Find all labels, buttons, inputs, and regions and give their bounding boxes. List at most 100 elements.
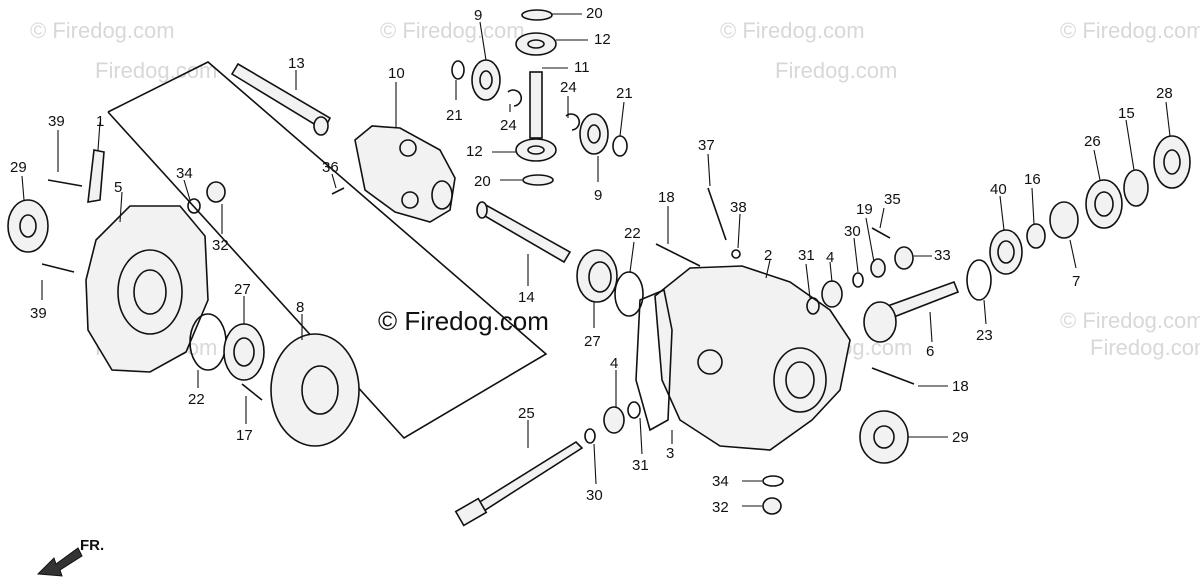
brand-label: © Firedog.com (378, 306, 549, 336)
callout-4: 4 (826, 249, 834, 266)
callout-24: 24 (500, 117, 517, 134)
callout-14: 14 (518, 289, 535, 306)
bearing-part-27a (576, 249, 618, 303)
callout-4: 4 (610, 355, 618, 372)
callout-10: 10 (388, 65, 405, 82)
callout-27: 27 (584, 333, 601, 350)
callout-15: 15 (1118, 105, 1135, 122)
pin-part-35 (871, 227, 891, 239)
callout-39: 39 (48, 113, 65, 130)
watermark: Firedog.com (95, 58, 217, 83)
bearing-part-27b (223, 323, 265, 381)
callout-40: 40 (990, 181, 1007, 198)
gasket-part-3 (635, 288, 673, 432)
bolt-part-39b (41, 263, 75, 273)
washer-part-20b (522, 174, 554, 186)
watermark: © Firedog.com (1060, 308, 1200, 333)
callout-23: 23 (976, 327, 993, 344)
washer-part-34b (762, 475, 784, 487)
callout-5: 5 (114, 179, 122, 196)
pinion-shaft-part-11 (529, 71, 543, 139)
shaft-part-14 (476, 201, 572, 264)
nut-part-16 (1026, 223, 1046, 249)
nut-part-33 (894, 246, 914, 270)
callout-9: 9 (474, 7, 482, 24)
callout-13: 13 (288, 55, 305, 72)
callout-34: 34 (712, 473, 729, 490)
bolt-part-32a (206, 181, 226, 203)
cover-part-5 (85, 205, 209, 373)
circlip-part-24a (507, 89, 523, 107)
washer-part-19 (870, 258, 886, 278)
watermark: Firedog.com (1090, 335, 1200, 360)
callout-2: 2 (764, 247, 772, 264)
callout-7: 7 (1072, 273, 1080, 290)
pin-part-37 (707, 187, 727, 241)
bearing-part-40 (989, 229, 1023, 275)
callout-30: 30 (586, 487, 603, 504)
group-bracket (107, 61, 548, 440)
callout-24: 24 (560, 79, 577, 96)
diff-case-part-10 (354, 125, 456, 223)
bolt-part-17 (241, 383, 263, 401)
callout-labels: 13 10 9 20 12 11 24 21 24 21 12 20 9 28 … (10, 5, 1173, 516)
circlip-part-24b (565, 113, 581, 131)
washer-part-34a (187, 198, 201, 214)
washer-part-21b (612, 135, 628, 157)
collar-part-4b (603, 406, 625, 434)
shaft-part-13 (230, 62, 332, 136)
oring-part-22a (614, 271, 644, 317)
clip-part-38 (731, 249, 741, 259)
seal-part-29a (7, 199, 49, 253)
washer-part-20a (521, 9, 553, 21)
watermark: © Firedog.com (380, 18, 525, 43)
callout-30: 30 (844, 223, 861, 240)
ring-gear-part-8 (270, 333, 360, 447)
callout-3: 3 (666, 445, 674, 462)
callout-34: 34 (176, 165, 193, 182)
collar-part-4a (821, 280, 843, 308)
watermark-layer: © Firedog.com © Firedog.com © Firedog.co… (30, 18, 1200, 360)
callout-20: 20 (586, 5, 603, 22)
seal-part-29b (859, 410, 909, 464)
oring-part-23 (966, 259, 992, 301)
callout-28: 28 (1156, 85, 1173, 102)
collar-part-7 (1049, 201, 1079, 239)
callout-25: 25 (518, 405, 535, 422)
stud-part-18b (871, 367, 915, 385)
direction-label: FR. (80, 537, 104, 554)
callout-36: 36 (322, 159, 339, 176)
callout-37: 37 (698, 137, 715, 154)
pinion-gear-part-9a (471, 59, 501, 101)
callout-32: 32 (212, 237, 229, 254)
callout-22: 22 (188, 391, 205, 408)
callout-33: 33 (934, 247, 951, 264)
callout-26: 26 (1084, 133, 1101, 150)
callout-16: 16 (1024, 171, 1041, 188)
callout-35: 35 (884, 191, 901, 208)
callout-8: 8 (296, 299, 304, 316)
callout-11: 11 (574, 59, 590, 76)
callout-22: 22 (624, 225, 641, 242)
bracket-part-1 (87, 149, 105, 203)
callout-29: 29 (952, 429, 969, 446)
callout-12: 12 (594, 31, 611, 48)
leader-lines (21, 13, 1171, 507)
drive-pinion-part-6 (863, 280, 960, 343)
callout-29: 29 (10, 159, 27, 176)
pin-part-36 (331, 187, 345, 195)
side-gear-part-12a (515, 32, 557, 56)
axle-part-25 (454, 440, 584, 527)
callout-21: 21 (616, 85, 633, 102)
side-gear-part-12b (515, 138, 557, 162)
bolt-part-32b (762, 497, 782, 515)
callout-20: 20 (474, 173, 491, 190)
callout-12: 12 (466, 143, 483, 160)
watermark: Firedog.com (775, 58, 897, 83)
arrow-icon (36, 547, 83, 577)
final-drive-case-part-2 (654, 265, 851, 451)
callout-1: 1 (96, 113, 104, 130)
callout-21: 21 (446, 107, 463, 124)
